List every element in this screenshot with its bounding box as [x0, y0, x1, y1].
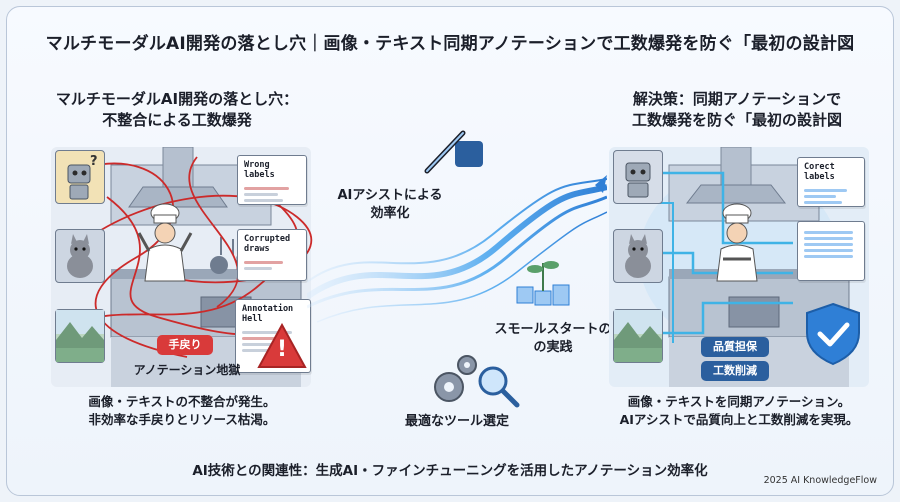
sprout-icon [516, 261, 570, 306]
infographic-frame: マルチモーダルAI開発の落とし穴｜画像・テキスト同期アノテーションで工数爆発を防… [6, 6, 894, 496]
corrupted-draws-title: Corrupted draws [244, 234, 291, 254]
landscape-icon [614, 310, 662, 362]
right-heading: 解決策：同期アノテーションで 工数爆発を防ぐ「最初の設計図 [597, 89, 877, 131]
right-caption: 画像・テキストを同期アノテーション。 AIアシストで品質向上と工数削減を実現。 [599, 393, 879, 429]
robot-tile-synced [613, 150, 663, 204]
wrong-labels-card: Wrong labels [237, 155, 307, 205]
magnifier-icon [478, 366, 520, 408]
correct-labels-card: Corect labels [797, 157, 865, 207]
small-start-line1: スモールスタートの [494, 322, 612, 337]
left-heading: マルチモーダルAI開発の落とし穴： 不整合による工数爆発 [37, 89, 317, 131]
warning-symbol: ! [276, 337, 288, 362]
cost-reduction-badge: 工数削減 [701, 361, 769, 381]
synced-table-card [797, 221, 865, 281]
cat-tile [55, 229, 105, 283]
landscape-tile [55, 309, 105, 363]
ai-assist-line1: AIアシストによる [337, 188, 443, 203]
chef-icon [716, 203, 758, 282]
footer-note: AI技術との関連性：生成AI・ファインチューニングを活用したアノテーション効率化 [192, 463, 708, 479]
wrong-labels-title: Wrong labels [244, 160, 275, 180]
corrupted-draws-card: Corrupted draws [237, 229, 307, 281]
page-title: マルチモーダルAI開発の落とし穴｜画像・テキスト同期アノテーションで工数爆発を防… [45, 34, 855, 54]
robot-icon [625, 162, 651, 198]
right-caption-line2: AIアシストで品質向上と工数削減を実現。 [619, 412, 859, 427]
credit-text: 2025 AI KnowledgeFlow [763, 475, 877, 486]
gears-icon [434, 355, 477, 402]
annotation-hell-title: Annotation Hell [242, 304, 294, 324]
left-caption-line1: 画像・テキストの不整合が発生。 [88, 394, 276, 409]
left-heading-line1: マルチモーダルAI開発の落とし穴： [55, 90, 299, 108]
svg-text:?: ? [90, 154, 98, 169]
right-heading-line2: 工数爆発を防ぐ「最初の設計図 [631, 111, 842, 129]
landscape-icon [56, 310, 104, 362]
small-start-line2: の実践 [533, 340, 573, 355]
warning-icon [257, 323, 307, 368]
shield-check-icon [806, 302, 860, 366]
ai-assist-label: AIアシストによる 効率化 [325, 187, 455, 223]
ai-assist-line2: 効率化 [370, 206, 410, 221]
left-heading-line2: 不整合による工数爆発 [102, 111, 252, 129]
cat-icon [625, 234, 651, 278]
left-caption: 画像・テキストの不整合が発生。 非効率な手戻りとリソース枯渇。 [47, 393, 317, 429]
cat-icon [67, 234, 93, 278]
robot-icon: ? [67, 154, 98, 200]
quality-badge: 品質担保 [701, 337, 769, 357]
robot-tile: ? [55, 150, 105, 204]
landscape-tile-synced [613, 309, 663, 363]
chef-icon [137, 203, 193, 282]
left-caption-line2: 非効率な手戻りとリソース枯渇。 [88, 412, 276, 427]
pen-hand-icon [424, 130, 483, 174]
correct-labels-title: Corect labels [804, 162, 835, 182]
cat-tile-synced [613, 229, 663, 283]
rework-badge: 手戻り [157, 335, 213, 355]
annotation-hell-label: アノテーション地獄 [133, 363, 241, 377]
flow-wave [307, 175, 607, 323]
tool-select-label: 最適なツール選定 [404, 414, 509, 429]
right-caption-line1: 画像・テキストを同期アノテーション。 [627, 394, 851, 409]
small-start-label: スモールスタートの の実践 [493, 321, 613, 357]
right-heading-line1: 解決策：同期アノテーションで [632, 90, 842, 108]
